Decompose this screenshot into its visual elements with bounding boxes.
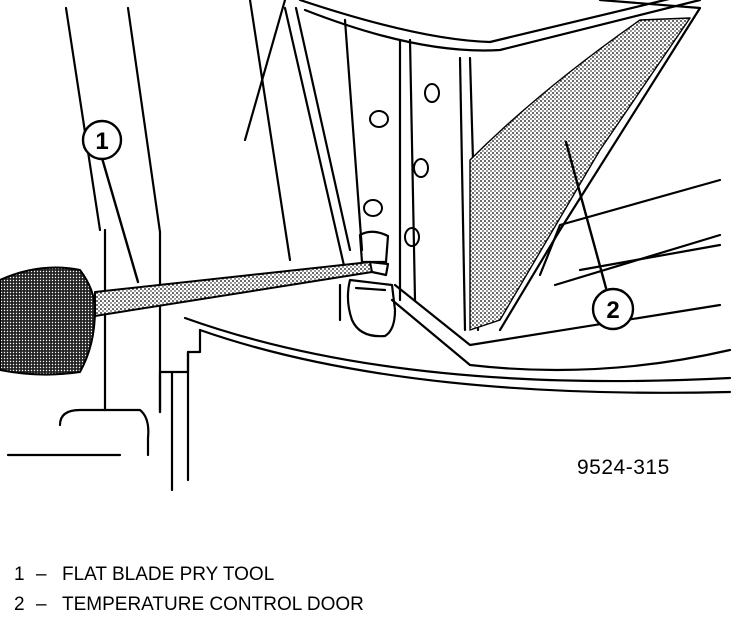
callout-1: 1 (81, 119, 123, 161)
legend-separator: – (36, 594, 47, 615)
door-frame (243, 0, 732, 372)
legend-label: TEMPERATURE CONTROL DOOR (62, 594, 364, 615)
door-pivot-clip (338, 230, 397, 338)
callout-1-number: 1 (95, 128, 108, 155)
temperature-control-door (469, 0, 702, 332)
housing-base (158, 316, 732, 492)
mounting-holes (363, 83, 440, 247)
legend-separator: – (36, 564, 47, 585)
flat-blade-pry-tool (0, 260, 390, 376)
legend-number: 1 (14, 564, 25, 585)
callout-2-number: 2 (606, 297, 619, 324)
legend-item-1: 1–FLAT BLADE PRY TOOL (14, 560, 364, 590)
callout-2: 2 (591, 287, 635, 331)
housing-left-frame (6, 6, 162, 457)
legend-label: FLAT BLADE PRY TOOL (62, 564, 275, 585)
legend-item-2: 2–TEMPERATURE CONTROL DOOR (14, 590, 364, 620)
callout-leaders (100, 140, 608, 290)
legend: 1–FLAT BLADE PRY TOOL 2–TEMPERATURE CONT… (14, 560, 364, 620)
figure-id: 9524-315 (577, 456, 670, 479)
technical-illustration: 1 2 (0, 0, 732, 492)
legend-number: 2 (14, 594, 25, 615)
